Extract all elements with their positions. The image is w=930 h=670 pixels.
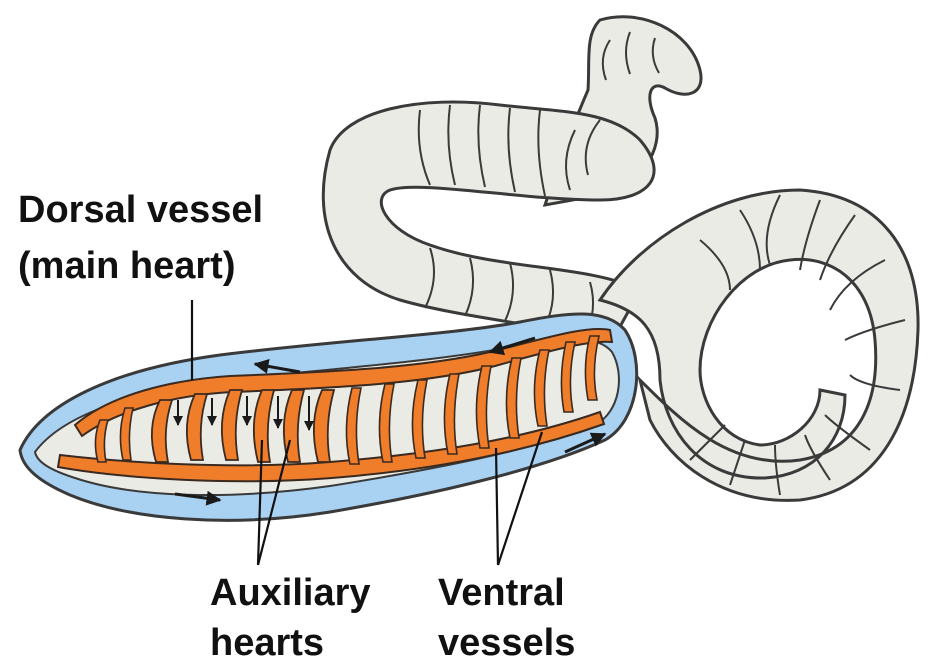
auxiliary-hearts-label-line1: Auxiliary — [210, 572, 371, 614]
worm-upper-loop — [323, 102, 654, 345]
ventral-vessels-label-line2: vessels — [438, 622, 575, 664]
auxiliary-hearts-label-line2: hearts — [210, 622, 324, 664]
dorsal-vessel-label-line2: (main heart) — [18, 245, 235, 287]
dorsal-vessel-label-line1: Dorsal vessel — [18, 189, 263, 231]
ventral-vessels-label-line1: Ventral — [438, 572, 565, 614]
worm-right-loop — [600, 190, 918, 500]
